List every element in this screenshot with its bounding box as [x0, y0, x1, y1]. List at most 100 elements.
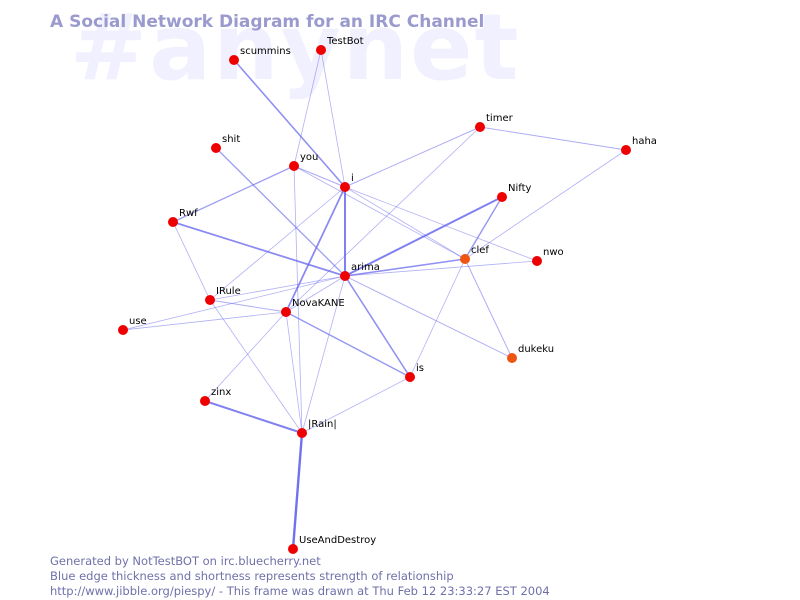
node-label: you: [300, 152, 318, 163]
edge-arima-is: [344, 275, 411, 378]
edge-IRule-arima: [209, 275, 346, 301]
node-dot: [475, 122, 485, 132]
edge-i-IRule: [209, 186, 346, 301]
edge-IRule-NovaKANE: [209, 299, 287, 313]
edge-use-NovaKANE: [122, 311, 287, 331]
node-is: is: [405, 363, 424, 382]
edge-you-Rwf: [172, 165, 295, 223]
node-dot: [532, 256, 542, 266]
edge-IRule-Rain: [209, 299, 303, 434]
edge-Rain-arima: [301, 275, 346, 434]
node-label: NovaKANE: [292, 298, 345, 309]
node-dot: [229, 55, 239, 65]
node-nwo: nwo: [532, 247, 564, 266]
node-dot: [460, 254, 470, 264]
node-dot: [497, 192, 507, 202]
node-label: i: [351, 173, 354, 184]
edge-Rain-UseAndDestroy: [291, 431, 304, 551]
node-label: dukeku: [518, 344, 554, 355]
node-i: i: [340, 173, 354, 192]
node-dot: [297, 428, 307, 438]
channel-watermark: #anynet: [70, 0, 521, 101]
edge-i-NovaKANE: [285, 186, 346, 313]
node-label: is: [416, 363, 424, 374]
node-label: IRule: [216, 286, 241, 297]
node-label: Nifty: [508, 183, 532, 194]
node-Rwf: Rwf: [168, 208, 198, 227]
node-shit: shit: [211, 134, 240, 153]
edge-use-arima: [122, 275, 346, 331]
edge-Nifty-clef: [464, 196, 503, 260]
edge-is-clef: [409, 258, 466, 378]
node-dot: [340, 182, 350, 192]
node-arima: arima: [340, 262, 380, 281]
edge-layer: [122, 49, 627, 551]
node-NovaKANE: NovaKANE: [281, 298, 345, 317]
node-label: nwo: [543, 247, 564, 258]
node-dot: [168, 217, 178, 227]
node-dot: [118, 325, 128, 335]
edge-shit-arima: [215, 147, 346, 277]
node-label: shit: [222, 134, 240, 145]
node-dot: [316, 45, 326, 55]
node-label: clef: [471, 245, 489, 256]
node-dot: [200, 396, 210, 406]
edge-i-clef: [344, 186, 466, 260]
node-label: haha: [632, 136, 657, 147]
edge-Rwf-IRule: [172, 221, 211, 301]
node-dot: [281, 307, 291, 317]
node-use: use: [118, 316, 147, 335]
edge-NovaKANE-arima: [285, 275, 346, 313]
node-label: timer: [486, 113, 514, 124]
edge-TestBot-you: [293, 49, 322, 167]
footer-legend-note: Blue edge thickness and shortness repres…: [50, 569, 454, 583]
node-IRule: IRule: [205, 286, 241, 305]
node-scummins: scummins: [229, 46, 291, 65]
footer-generated-by: Generated by NotTestBOT on irc.bluecherr…: [50, 554, 321, 568]
edge-clef-haha: [464, 149, 627, 260]
edge-NovaKANE-timer: [285, 126, 481, 313]
edge-arima-clef: [344, 258, 466, 277]
node-label: use: [129, 316, 147, 327]
node-layer: TestBot scummins timer haha shit you iNiftyRwf…: [118, 36, 657, 554]
node-label: TestBot: [326, 36, 364, 47]
node-dot: [405, 372, 415, 382]
edge-i-timer: [344, 126, 481, 188]
node-zinx: zinx: [200, 387, 231, 406]
node-dot: [289, 161, 299, 171]
node-label: arima: [351, 262, 380, 273]
node-dot: [211, 143, 221, 153]
edge-arima-nwo: [344, 260, 538, 277]
edge-Rwf-arima: [172, 221, 346, 277]
edge-arima-dukeku: [344, 275, 513, 359]
node-label: Rwf: [179, 208, 198, 219]
node-label: UseAndDestroy: [299, 535, 376, 546]
edge-you-Rain: [293, 165, 303, 434]
edge-scummins-i: [233, 59, 346, 188]
edge-TestBot-i: [320, 49, 346, 188]
edge-you-i: [293, 165, 346, 188]
footer-timestamp: http://www.jibble.org/piespy/ - This fra…: [50, 584, 550, 598]
edge-NovaKANE-zinx: [204, 311, 287, 402]
edge-you-clef: [293, 165, 466, 260]
node-dot: [621, 145, 631, 155]
node-dukeku: dukeku: [507, 344, 554, 363]
edge-zinx-Rain: [204, 400, 303, 434]
node-dot: [507, 353, 517, 363]
node-TestBot: TestBot: [316, 36, 364, 55]
node-dot: [205, 295, 215, 305]
node-label: scummins: [240, 46, 291, 57]
diagram-title: A Social Network Diagram for an IRC Chan…: [50, 12, 485, 32]
node-dot: [288, 544, 298, 554]
node-label: zinx: [211, 387, 231, 398]
edge-NovaKANE-is: [285, 311, 411, 378]
node-dot: [340, 271, 350, 281]
node-you: you: [289, 152, 318, 171]
edge-i-nwo: [344, 186, 538, 262]
edge-NovaKANE-Rain: [285, 311, 303, 434]
node-haha: haha: [621, 136, 657, 155]
node-label: |Rain|: [308, 419, 337, 430]
edge-clef-dukeku: [464, 258, 513, 359]
